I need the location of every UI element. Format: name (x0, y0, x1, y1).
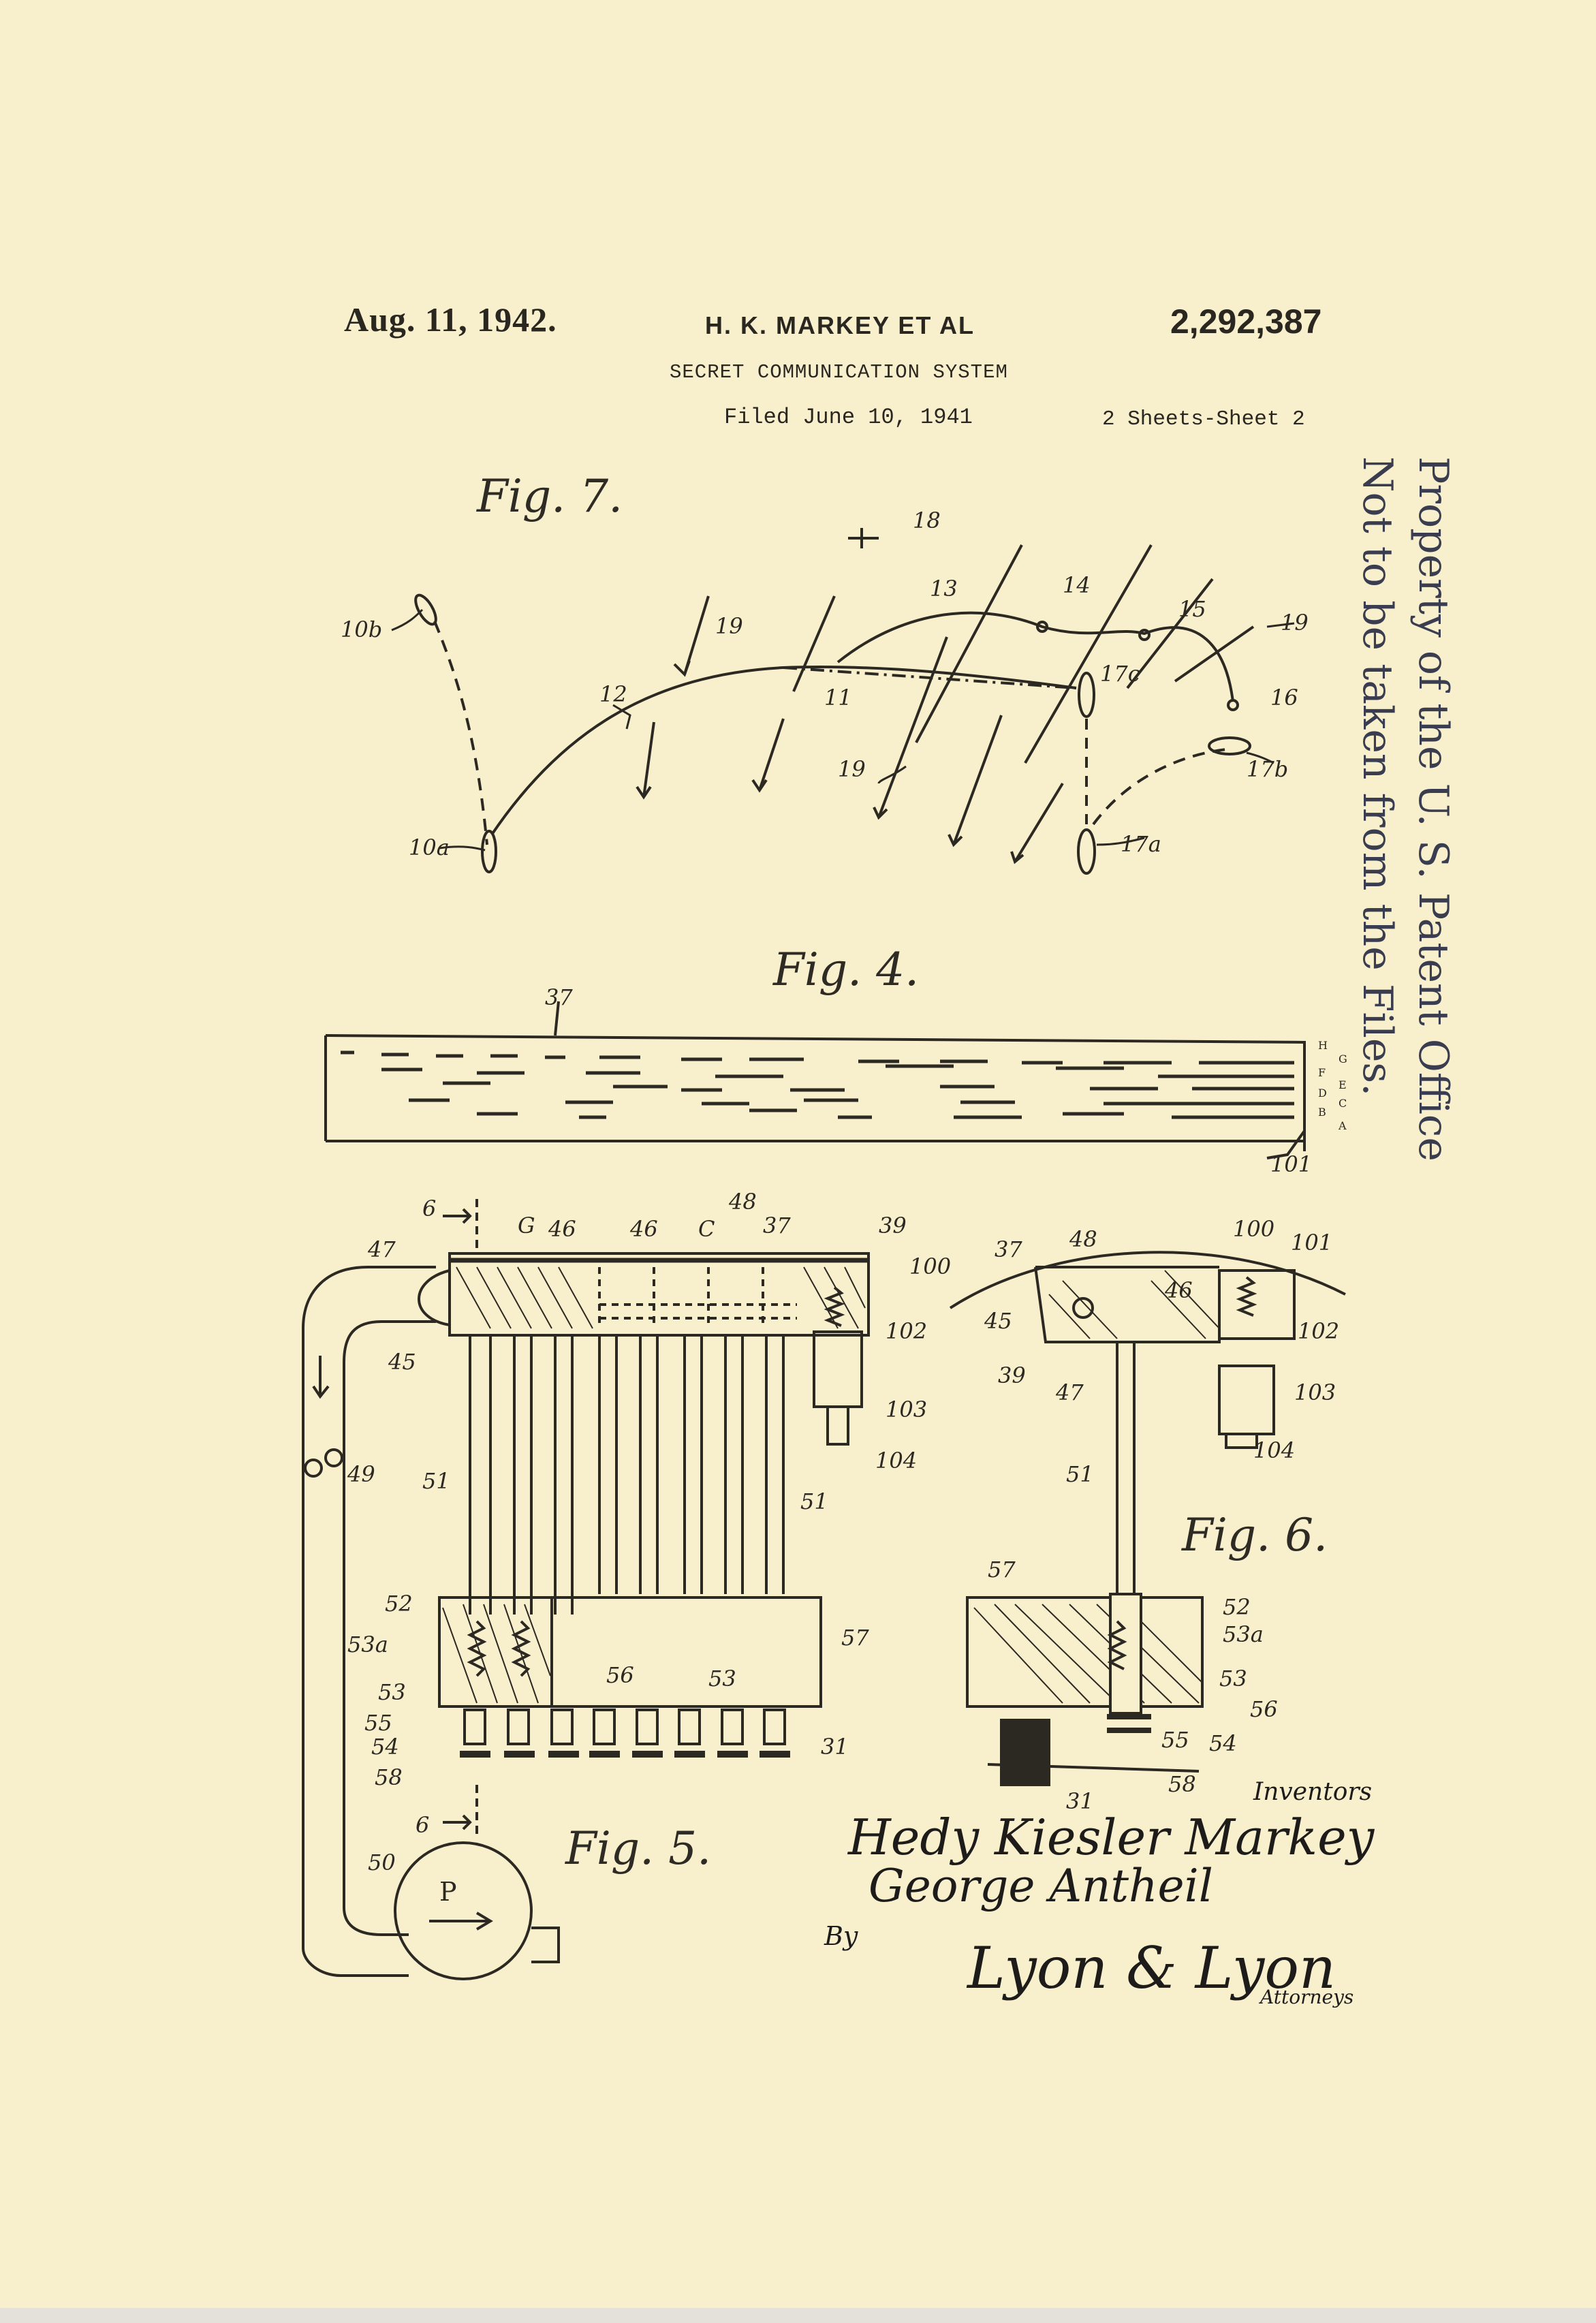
ref-37-fig4: 37 (545, 984, 573, 1010)
fig-7-drawing (414, 528, 1255, 875)
svg-text:E: E (1339, 1078, 1347, 1091)
inventors-caption: Inventors (1253, 1778, 1373, 1806)
svg-text:39: 39 (879, 1213, 907, 1238)
svg-text:6: 6 (416, 1812, 429, 1838)
svg-text:39: 39 (998, 1362, 1026, 1388)
fig-5-label: Fig. 5. (565, 1822, 712, 1875)
svg-text:104: 104 (1253, 1437, 1295, 1463)
ref-17b: 17b (1247, 756, 1288, 782)
svg-text:46: 46 (629, 1216, 658, 1242)
svg-text:51: 51 (1066, 1461, 1094, 1487)
svg-text:48: 48 (1069, 1226, 1097, 1252)
svg-text:31: 31 (821, 1734, 849, 1760)
fig-4-drawing (324, 1001, 1306, 1159)
ref-14: 14 (1063, 572, 1091, 598)
svg-text:46: 46 (548, 1216, 576, 1242)
svg-text:46: 46 (1164, 1277, 1193, 1303)
signature-george-antheil: George Antheil (869, 1860, 1213, 1912)
svg-text:53a: 53a (1223, 1621, 1264, 1647)
patent-inventor: H. K. MARKEY ET AL (705, 311, 975, 339)
ref-19-a: 19 (715, 613, 743, 639)
fig-4-label: Fig. 4. (773, 944, 920, 996)
svg-text:C: C (698, 1216, 715, 1242)
fig-7-label: Fig. 7. (477, 470, 623, 523)
svg-text:50: 50 (368, 1850, 396, 1875)
svg-text:B: B (1318, 1106, 1326, 1119)
svg-text:6: 6 (422, 1196, 436, 1221)
svg-text:G: G (1339, 1053, 1347, 1065)
ref-19-b: 19 (1281, 610, 1309, 636)
svg-text:101: 101 (1291, 1230, 1332, 1256)
patent-title: SECRET COMMUNICATION SYSTEM (670, 361, 1008, 384)
svg-text:56: 56 (606, 1662, 634, 1688)
ref-16: 16 (1270, 685, 1298, 711)
ref-101-fig4: 101 (1270, 1151, 1312, 1177)
svg-text:55: 55 (1161, 1727, 1189, 1753)
svg-text:37: 37 (995, 1236, 1022, 1262)
ref-13: 13 (930, 576, 958, 602)
ref-12: 12 (599, 681, 627, 707)
svg-text:51: 51 (800, 1488, 828, 1514)
ref-11: 11 (824, 685, 852, 711)
svg-text:52: 52 (385, 1591, 413, 1617)
scan-edge (0, 2308, 1596, 2323)
filed-date: Filed June 10, 1941 (724, 405, 973, 430)
ref-18: 18 (913, 508, 941, 533)
patent-number: 2,292,387 (1170, 302, 1322, 341)
svg-text:58: 58 (1168, 1771, 1196, 1797)
svg-text:45: 45 (984, 1308, 1012, 1334)
svg-text:53a: 53a (347, 1632, 388, 1657)
sheet-count: 2 Sheets-Sheet 2 (1102, 407, 1305, 431)
svg-text:103: 103 (886, 1397, 927, 1422)
svg-text:37: 37 (763, 1213, 791, 1238)
svg-text:103: 103 (1294, 1379, 1336, 1405)
svg-text:G: G (518, 1213, 535, 1238)
svg-text:53: 53 (1219, 1666, 1247, 1691)
ref-17a: 17a (1121, 831, 1161, 857)
svg-text:H: H (1318, 1039, 1328, 1052)
svg-text:55: 55 (364, 1710, 392, 1736)
signature-lyon-and-lyon: Lyon & Lyon (967, 1935, 1336, 2001)
svg-text:102: 102 (886, 1318, 927, 1344)
ref-19-c: 19 (838, 756, 866, 782)
svg-text:31: 31 (1066, 1788, 1094, 1814)
by-caption: By (824, 1921, 858, 1951)
svg-text:102: 102 (1298, 1318, 1339, 1344)
svg-text:47: 47 (367, 1236, 396, 1262)
svg-text:49: 49 (347, 1461, 375, 1487)
fig-6-label: Fig. 6. (1182, 1509, 1328, 1561)
svg-text:52: 52 (1223, 1594, 1251, 1620)
svg-text:P: P (439, 1877, 457, 1907)
svg-text:58: 58 (375, 1764, 403, 1790)
svg-text:57: 57 (988, 1557, 1016, 1583)
signature-hedy-kiesler-markey: Hedy Kiesler Markey (848, 1809, 1375, 1866)
ref-10a: 10a (409, 835, 450, 860)
svg-text:100: 100 (1233, 1216, 1274, 1242)
ref-15: 15 (1178, 596, 1206, 622)
svg-text:D: D (1318, 1087, 1327, 1100)
svg-text:56: 56 (1250, 1696, 1278, 1722)
svg-text:A: A (1338, 1119, 1347, 1132)
svg-text:53: 53 (708, 1666, 736, 1691)
svg-text:C: C (1339, 1097, 1347, 1110)
svg-text:47: 47 (1055, 1379, 1084, 1405)
svg-text:48: 48 (728, 1189, 757, 1215)
svg-text:51: 51 (422, 1468, 450, 1494)
svg-text:54: 54 (371, 1734, 399, 1760)
svg-text:53: 53 (378, 1679, 406, 1705)
patent-date: Aug. 11, 1942. (344, 300, 557, 339)
fig-6-drawing (949, 1251, 1346, 1786)
fig-5-drawing (302, 1199, 870, 1980)
ref-17c: 17c (1100, 661, 1140, 687)
attorneys-caption: Attorneys (1260, 1986, 1354, 2008)
ref-10b: 10b (341, 617, 382, 642)
svg-text:57: 57 (841, 1625, 869, 1651)
svg-text:54: 54 (1209, 1730, 1237, 1756)
svg-text:100: 100 (909, 1253, 951, 1279)
svg-text:104: 104 (875, 1448, 917, 1474)
svg-text:45: 45 (388, 1349, 416, 1375)
svg-text:F: F (1318, 1066, 1326, 1079)
